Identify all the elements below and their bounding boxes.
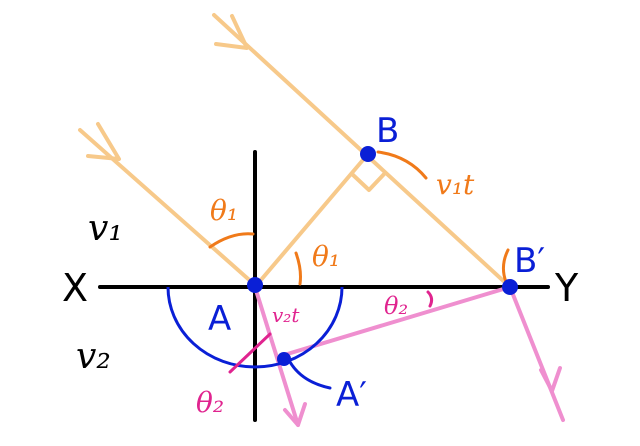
refracted-wavefront [282, 285, 512, 357]
B-callout-arc [376, 150, 428, 180]
point-B-label: B [376, 111, 399, 151]
incident-ray-left [78, 128, 257, 287]
incident-ray-left-arrow [86, 122, 121, 161]
refracted-ray-right [508, 285, 565, 422]
theta2-right-arc [426, 290, 434, 308]
refracted-ray-left-arrow [283, 402, 307, 427]
theta2-left-label: θ₂ [196, 386, 224, 419]
point-B-dot [360, 146, 376, 162]
incident-ray-right-arrow [214, 14, 249, 50]
medium-upper-label: v₁ [88, 208, 123, 249]
point-A-dot [247, 277, 263, 293]
wavefront-AB [253, 152, 370, 289]
theta1-right-label: θ₁ [312, 240, 340, 273]
B-prime-callout-arc [501, 248, 510, 284]
point-A-label: A [208, 299, 231, 339]
theta2-right-label: θ₂ [384, 292, 408, 320]
theta1-left-label: θ₁ [210, 194, 238, 227]
refracted-ray-left [253, 285, 300, 427]
theta2-left-pointer [228, 332, 272, 374]
axis-label-X: X [62, 266, 88, 310]
point-A-prime-dot [277, 352, 291, 366]
axis-label-Y: Y [554, 266, 579, 310]
distance-v1t-label: v₁t [436, 168, 475, 201]
huygens-wavelet-arc [166, 286, 344, 369]
A-prime-pointer [288, 360, 332, 390]
distance-v2t-label: v₂t [272, 303, 300, 327]
medium-lower-label: v₂ [76, 336, 111, 377]
point-B-prime-label: B′ [514, 241, 545, 281]
refracted-ray-right-arrow [539, 366, 562, 393]
right-angle-mark [350, 170, 388, 192]
point-A-prime-label: A′ [336, 375, 367, 415]
theta1-left-arc [208, 232, 255, 249]
point-B-prime-dot [502, 279, 518, 295]
theta1-right-arc [294, 251, 302, 286]
